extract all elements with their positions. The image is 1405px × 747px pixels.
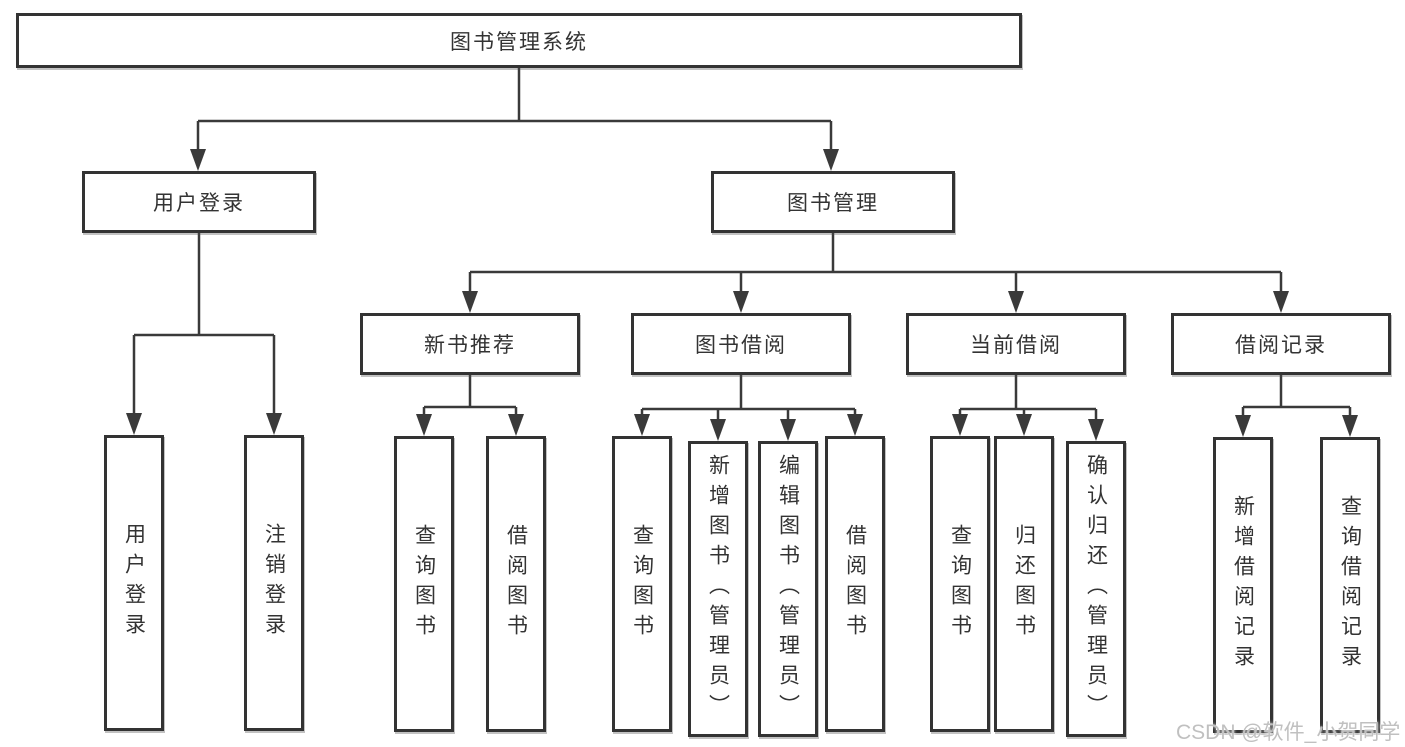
arrowhead-icon — [1088, 419, 1104, 441]
arrowhead-icon — [266, 413, 282, 435]
leaf-query-borrow-record: 查询借阅记录 — [1320, 437, 1380, 733]
csdn-watermark: CSDN @软件_小贺同学 — [1176, 721, 1401, 744]
leaf-query-books-2: 查询图书 — [612, 436, 672, 732]
leaf-query-books-2-label: 查询图书 — [630, 524, 654, 644]
arrowhead-icon — [462, 291, 478, 313]
arrowhead-icon — [508, 414, 524, 436]
leaf-add-book-admin-label: 新增图书（管理员） — [706, 454, 730, 724]
arrowhead-icon — [416, 414, 432, 436]
junction-root — [198, 68, 831, 123]
leaf-borrow-books-2: 借阅图书 — [825, 436, 885, 732]
arrowhead-icon — [952, 414, 968, 436]
leaf-query-books-1: 查询图书 — [394, 436, 454, 732]
leaf-return-books: 归还图书 — [994, 436, 1054, 732]
node-new-book-recommend: 新书推荐 — [360, 313, 580, 375]
node-root-system: 图书管理系统 — [16, 13, 1022, 68]
node-user-login: 用户登录 — [82, 171, 316, 233]
leaf-confirm-return-admin: 确认归还（管理员） — [1066, 441, 1126, 737]
arrowhead-icon — [847, 414, 863, 436]
leaf-query-books-3-label: 查询图书 — [948, 524, 972, 644]
arrowhead-icon — [733, 291, 749, 313]
node-borrow-records: 借阅记录 — [1171, 313, 1391, 375]
node-book-borrow: 图书借阅 — [631, 313, 851, 375]
arrowhead-icon — [1342, 415, 1358, 437]
leaf-borrow-books-1: 借阅图书 — [486, 436, 546, 732]
arrowhead-icon — [126, 413, 142, 435]
arrowhead-icon — [823, 149, 839, 171]
node-book-management: 图书管理 — [711, 171, 955, 233]
leaf-user-login: 用户登录 — [104, 435, 164, 731]
node-borrow-records-label: 借阅记录 — [1235, 334, 1327, 357]
arrowhead-icon — [634, 414, 650, 436]
arrowhead-icon — [1273, 291, 1289, 313]
node-current-borrow-label: 当前借阅 — [970, 334, 1062, 357]
node-user-login-label: 用户登录 — [153, 192, 245, 215]
arrowhead-icon — [710, 419, 726, 441]
node-book-management-label: 图书管理 — [787, 192, 879, 215]
node-current-borrow: 当前借阅 — [906, 313, 1126, 375]
junction-user-login — [134, 233, 274, 337]
leaf-add-book-admin: 新增图书（管理员） — [688, 441, 748, 737]
leaf-query-books-1-label: 查询图书 — [412, 524, 436, 644]
node-root-label: 图书管理系统 — [450, 30, 588, 54]
leaf-user-login-label: 用户登录 — [122, 523, 146, 643]
arrowhead-icon — [190, 149, 206, 171]
junction-book-borrow — [642, 375, 855, 411]
leaf-logout-label: 注销登录 — [262, 523, 286, 643]
leaf-borrow-books-1-label: 借阅图书 — [504, 524, 528, 644]
leaf-query-books-3: 查询图书 — [930, 436, 990, 732]
junction-borrow-records — [1243, 375, 1350, 409]
arrowhead-icon — [1008, 291, 1024, 313]
junction-current-borrow — [960, 375, 1096, 411]
leaf-borrow-books-2-label: 借阅图书 — [843, 524, 867, 644]
node-new-book-recommend-label: 新书推荐 — [424, 334, 516, 357]
leaf-add-borrow-record-label: 新增借阅记录 — [1231, 495, 1255, 675]
arrowhead-icon — [780, 419, 796, 441]
arrowheads — [126, 121, 1358, 441]
leaf-edit-book-admin: 编辑图书（管理员） — [758, 441, 818, 737]
leaf-add-borrow-record: 新增借阅记录 — [1213, 437, 1273, 733]
arrowhead-icon — [1235, 415, 1251, 437]
leaf-return-books-label: 归还图书 — [1012, 524, 1036, 644]
leaf-confirm-return-admin-label: 确认归还（管理员） — [1084, 454, 1108, 724]
junction-new-book — [424, 375, 516, 409]
junction-book-mgmt — [470, 233, 1281, 274]
arrowhead-icon — [1016, 414, 1032, 436]
leaf-edit-book-admin-label: 编辑图书（管理员） — [776, 454, 800, 724]
leaf-logout: 注销登录 — [244, 435, 304, 731]
node-book-borrow-label: 图书借阅 — [695, 334, 787, 357]
leaf-query-borrow-record-label: 查询借阅记录 — [1338, 495, 1362, 675]
